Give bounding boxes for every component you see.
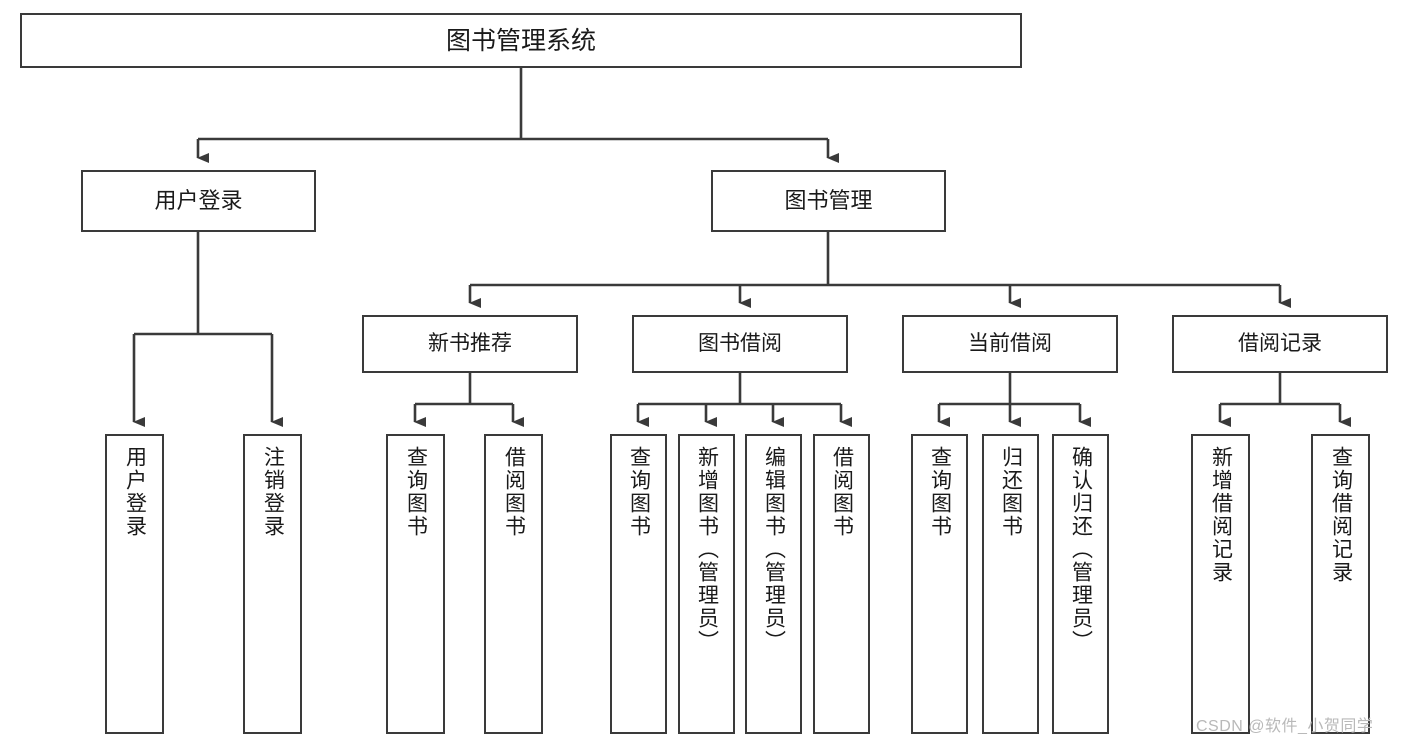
node-level1-1-label: 图书管理 xyxy=(784,187,873,213)
node-level2-1[interactable]: 图书借阅 xyxy=(632,315,848,373)
node-root-label: 图书管理系统 xyxy=(445,26,596,55)
node-leaf-5[interactable]: 新增图书（管理员） xyxy=(678,434,735,734)
node-leaf-6-label: 编辑图书（管理员） xyxy=(762,446,786,653)
node-leaf-1-label: 注销登录 xyxy=(261,446,285,538)
node-leaf-2[interactable]: 查询图书 xyxy=(386,434,445,734)
node-level2-3-label: 借阅记录 xyxy=(1238,332,1322,356)
node-leaf-0[interactable]: 用户登录 xyxy=(105,434,164,734)
node-leaf-10[interactable]: 确认归还（管理员） xyxy=(1052,434,1109,734)
node-leaf-11-label: 新增借阅记录 xyxy=(1209,446,1233,584)
node-level2-2[interactable]: 当前借阅 xyxy=(902,315,1118,373)
node-leaf-4-label: 查询图书 xyxy=(627,446,651,538)
node-root[interactable]: 图书管理系统 xyxy=(20,13,1022,68)
node-leaf-8[interactable]: 查询图书 xyxy=(911,434,968,734)
node-leaf-1[interactable]: 注销登录 xyxy=(243,434,302,734)
node-leaf-3[interactable]: 借阅图书 xyxy=(484,434,543,734)
node-leaf-9-label: 归还图书 xyxy=(999,446,1023,538)
node-leaf-10-label: 确认归还（管理员） xyxy=(1069,446,1093,653)
node-leaf-5-label: 新增图书（管理员） xyxy=(695,446,719,653)
node-level1-0-label: 用户登录 xyxy=(154,187,243,213)
node-leaf-7[interactable]: 借阅图书 xyxy=(813,434,870,734)
node-leaf-0-label: 用户登录 xyxy=(123,446,147,538)
node-leaf-9[interactable]: 归还图书 xyxy=(982,434,1039,734)
node-leaf-4[interactable]: 查询图书 xyxy=(610,434,667,734)
node-leaf-12[interactable]: 查询借阅记录 xyxy=(1311,434,1370,734)
node-level2-0-label: 新书推荐 xyxy=(428,332,512,356)
node-level1-1[interactable]: 图书管理 xyxy=(711,170,946,232)
node-level2-1-label: 图书借阅 xyxy=(698,332,782,356)
node-leaf-8-label: 查询图书 xyxy=(928,446,952,538)
node-level1-0[interactable]: 用户登录 xyxy=(81,170,316,232)
node-leaf-11[interactable]: 新增借阅记录 xyxy=(1191,434,1250,734)
node-leaf-3-label: 借阅图书 xyxy=(502,446,526,538)
node-leaf-12-label: 查询借阅记录 xyxy=(1329,446,1353,584)
node-leaf-2-label: 查询图书 xyxy=(404,446,428,538)
node-leaf-7-label: 借阅图书 xyxy=(830,446,854,538)
node-level2-0[interactable]: 新书推荐 xyxy=(362,315,578,373)
watermark-text: CSDN @软件_小贺同学 xyxy=(1196,718,1374,735)
node-leaf-6[interactable]: 编辑图书（管理员） xyxy=(745,434,802,734)
node-level2-3[interactable]: 借阅记录 xyxy=(1172,315,1388,373)
node-level2-2-label: 当前借阅 xyxy=(968,332,1052,356)
edge-group xyxy=(132,68,1351,427)
